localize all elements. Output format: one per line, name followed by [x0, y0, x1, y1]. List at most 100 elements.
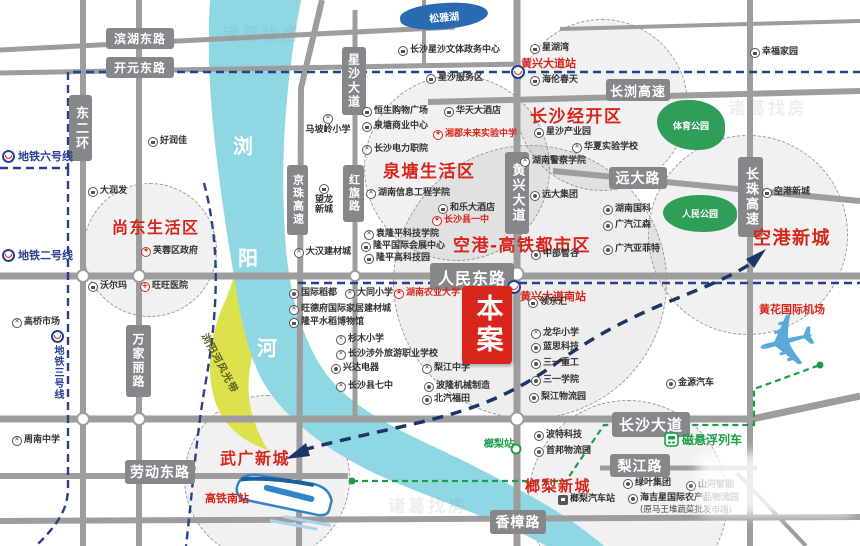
building-icon [362, 122, 372, 132]
road-pill-changsha-ave: 长沙大道 [612, 412, 690, 437]
school-icon [531, 329, 541, 339]
huangxing-station-label: 黄兴大道站 [521, 57, 576, 70]
school-icon [433, 130, 443, 140]
poi-xinghuwan: 星湖湾 [530, 43, 569, 54]
poi-bolong: 波隆机械制造 [424, 381, 490, 392]
school-icon [336, 382, 346, 392]
school-icon [362, 145, 372, 155]
poi-nongye-univ: 湖南农业大学 [394, 288, 460, 299]
venue-icon [364, 254, 374, 264]
region-title-konggang-hub: 空港-高铁都市区 [453, 236, 592, 256]
hotel-icon [438, 204, 448, 214]
company-icon [534, 431, 544, 441]
region-title-konggang-city: 空港新城 [753, 228, 831, 249]
poi-haorunjia: 好润佳 [148, 136, 187, 147]
metro-icon [2, 248, 15, 262]
green-train-icon [664, 432, 679, 447]
poi-dahan: 大汉建材城 [294, 247, 351, 258]
school-icon [12, 436, 22, 446]
road-pill-xingsha-ave: 星沙大道 [342, 47, 366, 115]
poi-xingda: 兴达电器 [331, 363, 379, 374]
school-icon [323, 114, 333, 124]
poi-haijixing-sub: (原马王堆蔬菜批发市场) [640, 505, 732, 515]
poi-police-college: 湖南警察学院 [520, 156, 586, 167]
blurred-watermark-patch [698, 452, 856, 516]
poi-jinyuan-auto: 金源汽车 [666, 378, 714, 389]
company-icon [530, 191, 540, 201]
liuyang-river [208, 0, 605, 546]
company-icon [534, 447, 544, 457]
store-icon [88, 282, 98, 292]
site-watermark: 诸葛找房 [728, 99, 808, 119]
hospital-icon [140, 282, 150, 292]
school-icon [336, 350, 346, 360]
poi-huaxia-school: 华夏实验学校 [572, 142, 638, 153]
poi-datong-school: 大同小学 [345, 288, 393, 299]
poi-lvye: 绿叶集团 [623, 478, 671, 489]
renmin-park: 人民公园 [663, 195, 737, 232]
poi-hele-hotel: 和乐大酒店 [438, 203, 495, 214]
market-icon [289, 305, 299, 315]
company-icon [666, 379, 676, 389]
building-icon [530, 44, 540, 54]
bullet-train-illustration [235, 473, 333, 531]
company-icon [531, 359, 541, 369]
south-rail-station-label: 高铁南站 [205, 492, 249, 505]
building-icon [528, 298, 538, 308]
road-pill-binhu: 滨湖东路 [106, 28, 174, 49]
poi-longhua-school: 龙华小学 [531, 328, 579, 339]
poi-shanmu-school: 杉木小学 [336, 334, 384, 345]
poi-sany: 三一重工 [531, 358, 579, 369]
building-icon [762, 188, 772, 198]
company-icon [529, 393, 539, 403]
poi-langli-bus: 榔梨汽车站 [558, 494, 615, 505]
poi-gac-fiat: 广汽亚菲特 [603, 244, 660, 255]
store-icon [148, 137, 158, 147]
school-icon [422, 364, 432, 374]
langli-station-label: 榔梨站 [484, 439, 514, 450]
poi-darunfa: 大润发 [88, 186, 127, 197]
poi-longping-tech: 隆平高科技园 [364, 253, 430, 264]
market-icon [12, 318, 22, 328]
poi-lingdonghui: 领东汇 [528, 297, 567, 308]
poi-gac-johnson: 广汽江森 [603, 220, 651, 231]
school-icon [336, 335, 346, 345]
poi-gaoqiao-market: 高桥市场 [12, 317, 60, 328]
poi-lijiang-logistics: 梨江物流园 [529, 392, 586, 403]
region-title-langli: 榔梨新城 [525, 477, 592, 495]
poi-huatian: 华天大酒店 [444, 106, 501, 117]
poi-konggang-small: 空港新城 [762, 187, 810, 198]
poi-yuanda-group: 远大集团 [530, 190, 578, 201]
school-icon [572, 143, 582, 153]
museum-icon [289, 318, 299, 328]
venue-icon [361, 242, 371, 252]
sports-park-label: 体育公园 [672, 121, 709, 132]
building-icon [750, 48, 760, 58]
metro-icon [2, 149, 15, 163]
metro-line3-text: 地铁三号线 [52, 345, 63, 400]
road-pill-yuanda: 远大路 [609, 167, 667, 189]
site-watermark: 诸葛找房 [222, 25, 302, 45]
metro-station-icon [511, 65, 525, 79]
poi-mapoling-school: 马坡岭小学 [302, 114, 354, 136]
company-icon [531, 376, 541, 386]
poi-hunan-guoke: 湖南国科 [603, 204, 651, 215]
poi-xingsha-service: 星沙服务区 [426, 73, 483, 84]
poi-shuidao-museum: 隆平水稻博物馆 [289, 317, 364, 328]
school-icon [394, 289, 404, 299]
school-icon [366, 189, 376, 199]
maglev-line [348, 361, 824, 485]
project-marker: 本案 [462, 286, 512, 364]
company-icon [331, 364, 341, 374]
metro-line2-label: 地铁二号线 [2, 247, 73, 263]
roundabouts [76, 266, 525, 427]
poi-zhongbu-zhigu: 中部智谷 [531, 249, 579, 260]
poi-lansi: 蓝思科技 [531, 342, 579, 353]
company-icon [289, 289, 299, 299]
road-pill-renmin-east: 人民东路 [430, 263, 514, 290]
store-icon [362, 107, 372, 117]
poi-zhounan-school: 周南中学 [12, 435, 60, 446]
poi-dianli-college: 长沙电力职院 [362, 144, 428, 155]
company-icon [623, 479, 633, 489]
